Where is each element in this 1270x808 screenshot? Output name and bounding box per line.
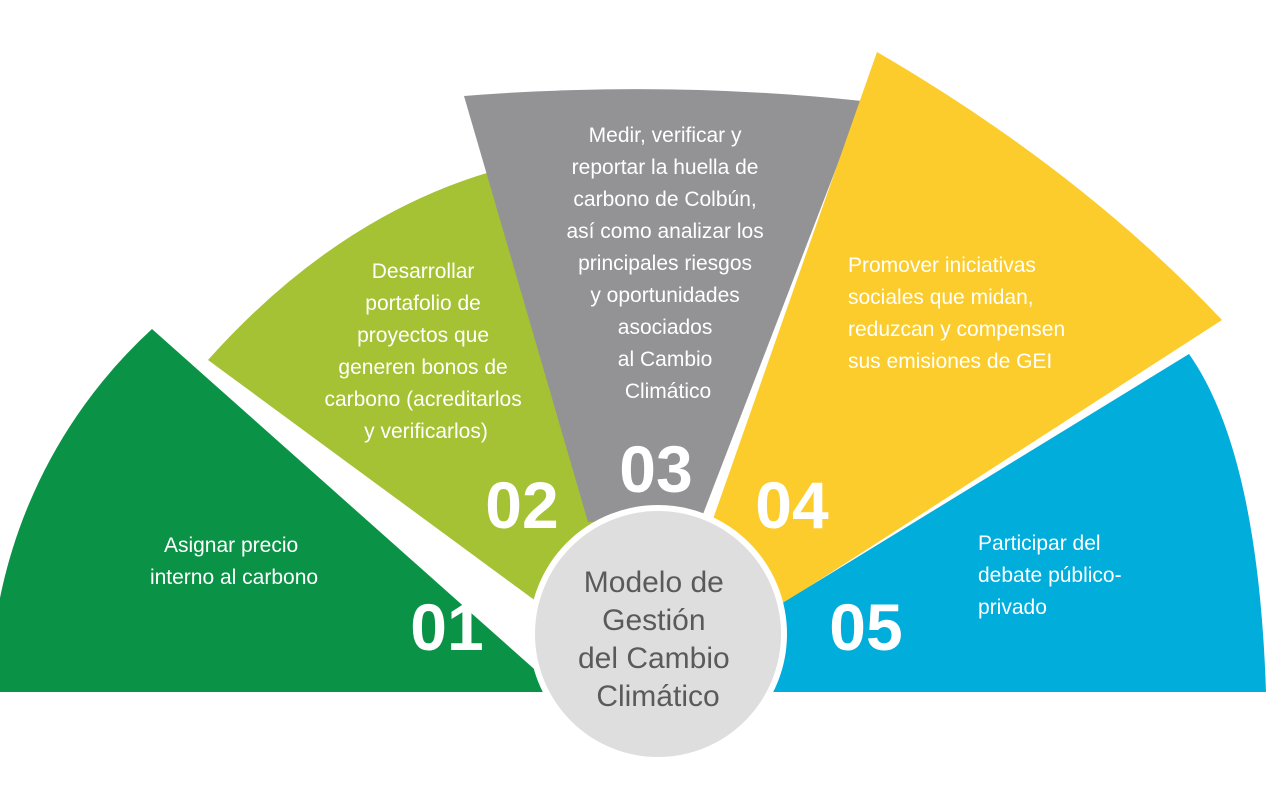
center-title-line: Gestión (602, 604, 705, 637)
segment-04-text: Promover iniciativas sociales que midan,… (848, 254, 1071, 373)
segment-03-line: Medir, verificar y (589, 124, 742, 147)
segment-01-shape (0, 329, 560, 692)
segment-04-line: sus emisiones de GEI (848, 350, 1052, 373)
segment-01 (0, 329, 560, 692)
segment-03-line: y oportunidades (590, 284, 739, 307)
segment-02-number: 02 (485, 468, 558, 542)
segment-05-number: 05 (829, 590, 902, 664)
center-title-line: del Cambio (578, 642, 730, 675)
segment-03-shape (464, 89, 862, 522)
segment-05-text: Participar del debate público- privado (978, 532, 1127, 619)
segment-02-text: Desarrollar portafolio de proyectos que … (324, 260, 527, 443)
segment-04-number: 04 (755, 468, 829, 542)
segment-01-line: Asignar precio (164, 534, 298, 557)
segment-05-line: privado (978, 596, 1047, 619)
segment-03-line: Climático (625, 380, 711, 403)
segment-03-number: 03 (619, 432, 692, 506)
segment-02-line: Desarrollar (372, 260, 475, 283)
segment-05-shape (764, 354, 1266, 692)
segment-05 (764, 354, 1266, 692)
segment-03-line: carbono de Colbún, (573, 188, 756, 211)
center-title: Modelo de Gestión del Cambio Climático (578, 566, 738, 713)
segment-05-line: debate público- (978, 564, 1122, 587)
segment-02-line: proyectos que (357, 324, 489, 347)
center-title-line: Modelo de (584, 566, 724, 599)
segment-01-line: interno al carbono (150, 566, 318, 589)
segment-02-line: y verificarlos) (364, 420, 488, 443)
center-circle (529, 505, 787, 763)
segment-02-shape (208, 172, 604, 610)
center-hub: Modelo de Gestión del Cambio Climático (529, 505, 787, 763)
segment-05-line: Participar del (978, 532, 1101, 555)
segment-04-shape (712, 52, 1222, 612)
segment-04-line: sociales que midan, (848, 286, 1034, 309)
segment-03-text: Medir, verificar y reportar la huella de… (566, 124, 769, 403)
segment-02-line: carbono (acreditarlos (324, 388, 521, 411)
center-title-line: Climático (596, 680, 719, 713)
segment-03-line: principales riesgos (578, 252, 752, 275)
segment-03 (464, 89, 862, 522)
segment-03-line: así como analizar los (566, 220, 763, 243)
segment-01-text: Asignar precio interno al carbono (150, 534, 318, 589)
segment-02-line: portafolio de (365, 292, 481, 315)
segment-02-line: generen bonos de (338, 356, 507, 379)
segment-04-line: Promover iniciativas (848, 254, 1036, 277)
segment-04-line: reduzcan y compensen (848, 318, 1065, 341)
segment-03-line: asociados (618, 316, 713, 339)
segment-04 (712, 52, 1222, 612)
segment-01-number: 01 (410, 590, 483, 664)
segment-03-line: al Cambio (618, 348, 713, 371)
segment-02 (208, 172, 604, 610)
segment-03-line: reportar la huella de (572, 156, 759, 179)
